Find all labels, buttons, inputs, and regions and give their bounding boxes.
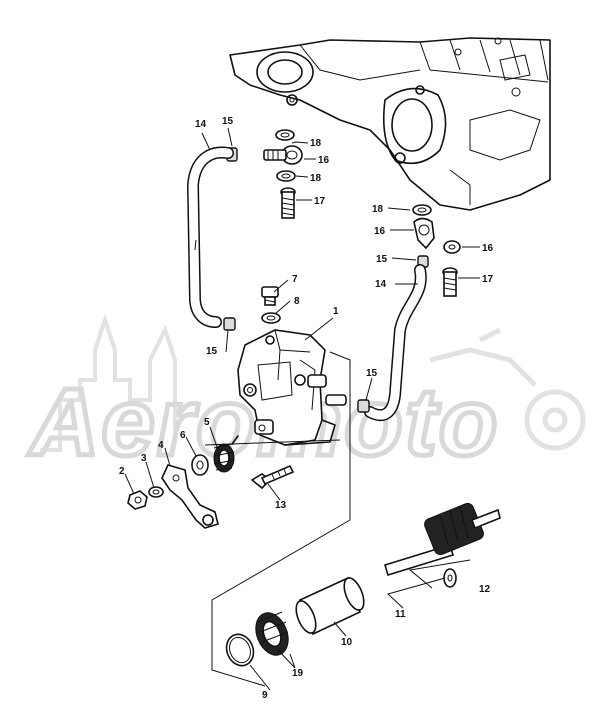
assembly-bracket-line [211, 351, 351, 687]
mounting-bolt-13[interactable] [250, 464, 295, 490]
clip-15-left-lower[interactable] [223, 317, 236, 331]
callout-11: 11 [395, 609, 406, 620]
callout-19: 19 [292, 668, 304, 679]
banjo-bolt-17-right[interactable] [442, 267, 458, 297]
callout-18-a: 18 [310, 138, 322, 149]
drive-gear-12[interactable] [384, 502, 501, 577]
washer-18-right-side[interactable] [443, 240, 461, 254]
leader-lines [124, 127, 480, 691]
washer-18-upper[interactable] [275, 129, 295, 141]
washer-11[interactable] [443, 568, 457, 588]
washer-3[interactable] [148, 486, 164, 498]
callout-6: 6 [180, 430, 186, 441]
callout-labels: 1 7 8 15 14 15 18 16 18 17 18 16 16 15 1… [119, 116, 494, 701]
return-spring-5[interactable] [213, 435, 239, 473]
callout-15-c: 15 [376, 254, 388, 265]
callout-3: 3 [141, 453, 147, 464]
callout-18-b: 18 [310, 173, 322, 184]
left-banjo-fitting-group [226, 129, 303, 219]
callout-16-b: 16 [374, 226, 386, 237]
washer-18-lower[interactable] [276, 170, 296, 182]
callout-12: 12 [479, 584, 491, 595]
callout-2: 2 [119, 466, 125, 477]
callout-8: 8 [294, 296, 300, 307]
callout-9: 9 [262, 690, 268, 701]
banjo-bolt-17-left[interactable] [280, 187, 296, 219]
callout-18-c: 18 [372, 204, 384, 215]
callout-16-a: 16 [318, 155, 330, 166]
callout-4: 4 [158, 440, 164, 451]
callout-15-a: 15 [206, 346, 218, 357]
washer-18-right-top[interactable] [412, 204, 432, 216]
callout-14-a: 14 [195, 119, 207, 130]
collar-6[interactable] [191, 454, 209, 476]
clip-15-right-lower[interactable] [357, 399, 370, 413]
callout-16-c: 16 [482, 243, 494, 254]
callout-14-b: 14 [375, 279, 387, 290]
nut-2[interactable] [127, 490, 148, 510]
callout-15-b: 15 [222, 116, 234, 127]
sleeve-10[interactable] [292, 575, 368, 636]
callout-5: 5 [204, 417, 210, 428]
worm-gear-19[interactable] [250, 608, 294, 660]
callout-15-d: 15 [366, 368, 378, 379]
callout-13: 13 [275, 500, 287, 511]
right-banjo-fitting-group [412, 204, 461, 297]
oil-pump-body-1[interactable] [237, 329, 347, 446]
callout-17-b: 17 [482, 274, 494, 285]
washer-8[interactable] [261, 312, 281, 324]
callout-17-a: 17 [314, 196, 326, 207]
engine-block [229, 37, 551, 211]
callout-7: 7 [292, 274, 298, 285]
banjo-16-right[interactable] [413, 217, 435, 250]
o-ring-9[interactable] [222, 630, 258, 669]
bleed-screw-7[interactable] [261, 286, 279, 306]
callout-1: 1 [333, 306, 339, 317]
callout-10: 10 [341, 637, 353, 648]
